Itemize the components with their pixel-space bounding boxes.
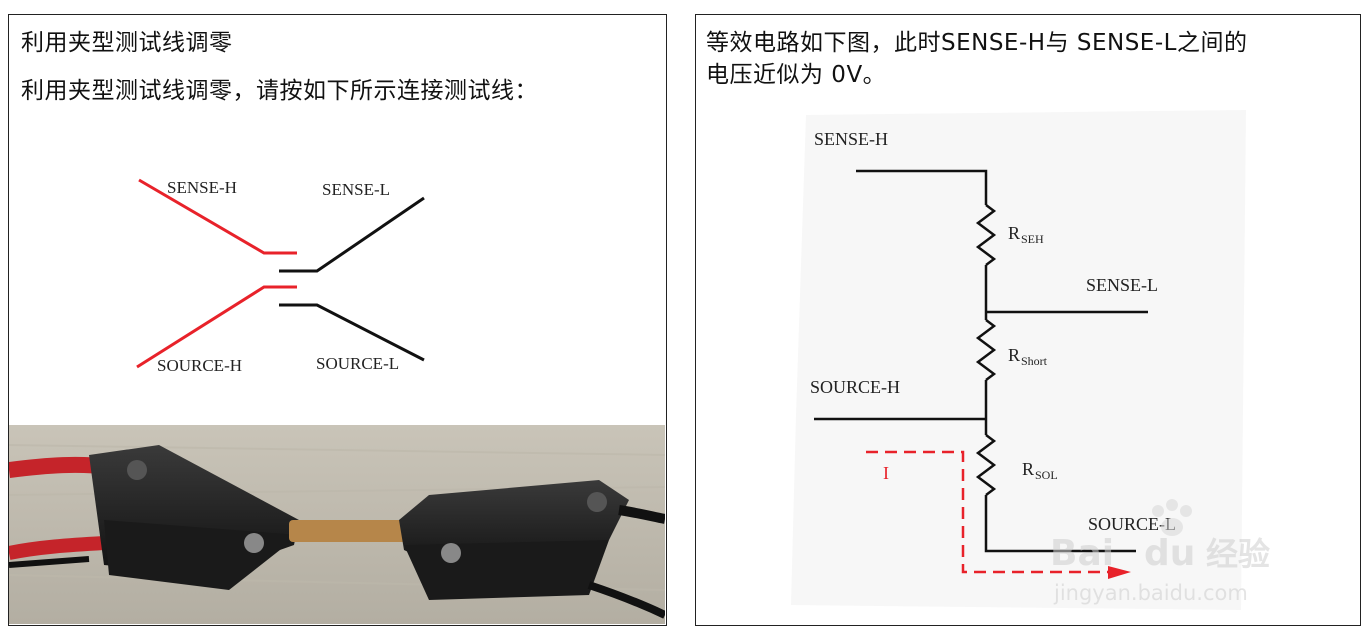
label-source-l: SOURCE-L: [1088, 514, 1176, 534]
right-text-line1: 等效电路如下图，此时SENSE-H与 SENSE-L之间的: [706, 30, 1248, 56]
resistor-seh: [975, 204, 997, 266]
source-l-wire: [279, 303, 425, 362]
baidu-watermark: Bai du 经验 jingyan.baidu.com: [1050, 499, 1270, 605]
sense-h-wire: [138, 178, 297, 255]
label-r-short: R Short: [1008, 345, 1048, 368]
resistor-sol: [975, 434, 997, 496]
svg-text:SEH: SEH: [1021, 232, 1044, 246]
svg-text:R: R: [1008, 223, 1020, 243]
svg-text:Short: Short: [1021, 354, 1048, 368]
label-current: I: [883, 463, 889, 483]
watermark-cn: 经验: [1206, 535, 1270, 573]
label-r-seh: R SEH: [1008, 223, 1044, 246]
source-h-wire: [136, 285, 297, 369]
paw-icon: [1152, 499, 1192, 536]
label-source-l: SOURCE-L: [316, 354, 399, 373]
resistor-short: [975, 319, 997, 381]
svg-text:SOL: SOL: [1035, 468, 1058, 482]
test-clip-photo: [9, 425, 665, 624]
source-l-line: [984, 495, 1136, 553]
current-path: [866, 450, 1111, 574]
watermark-brand: Bai: [1050, 533, 1114, 574]
equivalent-circuit: SENSE-H SENSE-L SOURCE-H SOURCE-L I R SE…: [791, 110, 1270, 610]
svg-text:R: R: [1022, 459, 1034, 479]
current-arrow: [1108, 566, 1131, 579]
watermark-url: jingyan.baidu.com: [1053, 581, 1248, 605]
left-subtitle: 利用夹型测试线调零，请按如下所示连接测试线：: [21, 78, 538, 104]
left-panel: 利用夹型测试线调零 利用夹型测试线调零，请按如下所示连接测试线： SENSE-H…: [8, 14, 667, 626]
sense-h-line: [856, 169, 988, 205]
label-sense-h: SENSE-H: [167, 178, 237, 197]
right-text-line2: 电压近似为 0V。: [706, 62, 887, 88]
connection-diagram: SENSE-H SENSE-L SOURCE-H SOURCE-L: [136, 178, 425, 375]
right-panel: 等效电路如下图，此时SENSE-H与 SENSE-L之间的 电压近似为 0V。 …: [695, 14, 1361, 626]
label-source-h: SOURCE-H: [157, 356, 242, 375]
label-r-sol: R SOL: [1022, 459, 1058, 482]
label-sense-h: SENSE-H: [814, 129, 888, 149]
sense-l-wire: [279, 196, 425, 273]
left-title: 利用夹型测试线调零: [21, 30, 233, 56]
label-sense-l: SENSE-L: [322, 180, 390, 199]
label-sense-l: SENSE-L: [1086, 275, 1158, 295]
svg-text:R: R: [1008, 345, 1020, 365]
watermark-brand-tail: du: [1144, 533, 1195, 574]
label-source-h: SOURCE-H: [810, 377, 900, 397]
